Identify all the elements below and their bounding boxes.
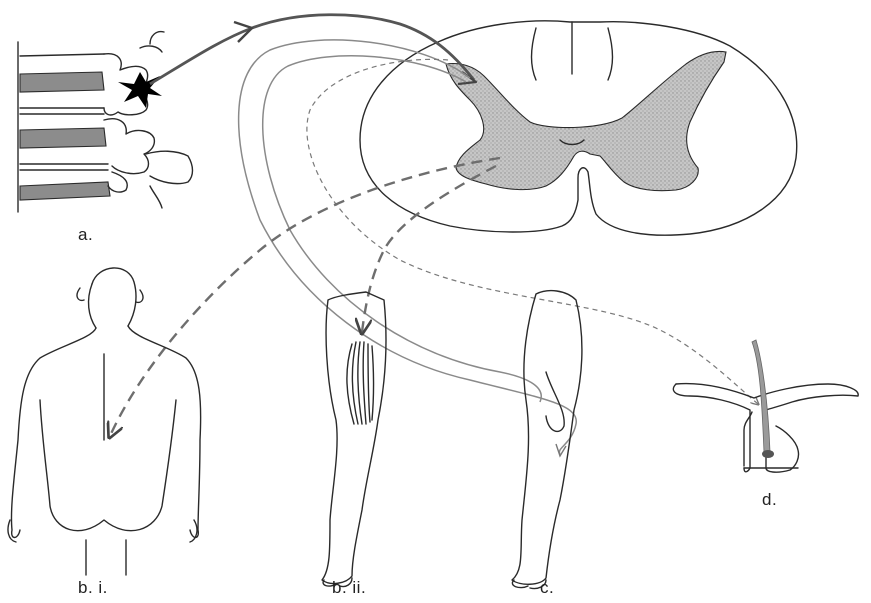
- muscle-fibres: [347, 342, 374, 424]
- right-arm-outline: [128, 326, 201, 538]
- posterior-process-bottom: [150, 186, 162, 208]
- intervertebral-disc-3: [20, 182, 110, 200]
- intervertebral-disc-2: [20, 128, 106, 148]
- torso-back-view: [8, 268, 201, 575]
- intervertebral-disc-1: [20, 72, 104, 92]
- referred-pain-zone: [546, 372, 564, 431]
- hair-bulb: [762, 450, 774, 458]
- skin-cross-section: [673, 340, 858, 472]
- leg-outline: [322, 292, 386, 583]
- left-arm-outline: [11, 328, 96, 538]
- label-a: a.: [78, 225, 93, 245]
- head-left-outline: [89, 284, 96, 328]
- facet-joint-lower: [108, 172, 127, 192]
- upper-legs: [86, 540, 126, 575]
- hair-shaft: [752, 340, 770, 452]
- efferent-dashed-pathways: [110, 158, 500, 436]
- nociceptive-afferent-arrow: [150, 15, 474, 84]
- label-c: c.: [540, 578, 554, 598]
- label-b-i: b. i.: [78, 578, 108, 598]
- head-right-outline: [92, 268, 136, 326]
- hands: [8, 520, 197, 542]
- posterior-process-top: [140, 32, 164, 52]
- leg-muscle-view: [322, 292, 386, 587]
- pain-source-star-icon: [118, 72, 162, 108]
- spine-segment: [18, 32, 193, 212]
- label-d: d.: [762, 490, 777, 510]
- facet-joint-middle: [104, 119, 154, 174]
- back-muscle-dashed-arrow: [110, 158, 500, 436]
- vertebral-body-edges: [20, 54, 108, 170]
- leg-outline-c: [512, 291, 582, 585]
- leg-referred-view: [512, 291, 582, 589]
- torso-and-buttocks-outline: [40, 400, 176, 531]
- hair-follicle-base: [744, 412, 798, 468]
- skin-surface-left: [673, 384, 750, 472]
- spinal-cord-cross-section: [360, 21, 797, 235]
- spinous-process-lower: [146, 151, 193, 183]
- afferent-pathway: [150, 15, 476, 84]
- ears: [77, 288, 143, 302]
- label-b-ii: b. ii.: [332, 578, 366, 598]
